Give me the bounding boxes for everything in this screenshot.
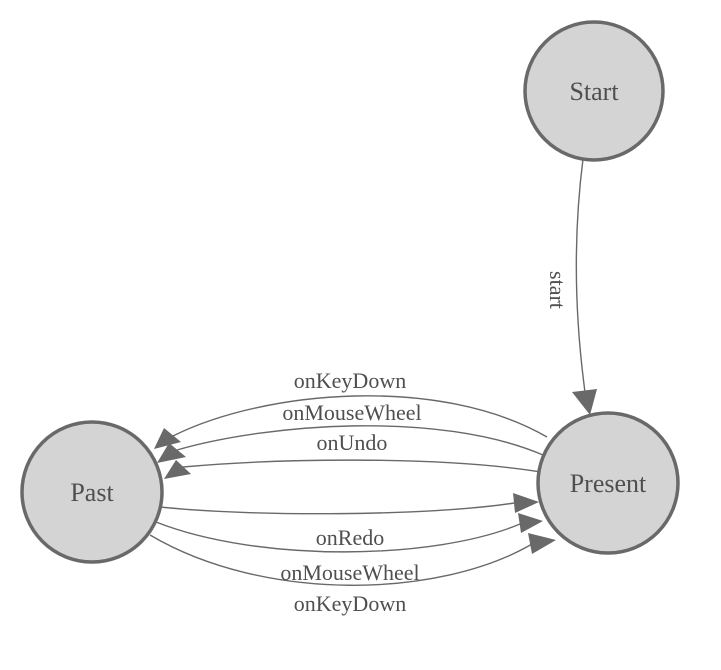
arrowhead-present-to-past-onmousewheel: [157, 443, 186, 463]
node-past: [20, 420, 164, 564]
edge-label-onundo: onUndo: [317, 430, 388, 455]
arrowhead-present-to-past-onkeydown: [154, 428, 181, 449]
edge-label-onmousewheel-top: onMouseWheel: [282, 400, 421, 425]
edge-past-to-present-onredo: [159, 502, 515, 515]
edge-label-onkeydown-bottom: onKeyDown: [294, 591, 406, 616]
arrowhead-past-to-present-onkeydown: [528, 533, 556, 554]
edge-present-to-past-onkeydown: [172, 395, 548, 438]
node-start: [523, 20, 665, 162]
arrowhead-past-to-present-onredo: [513, 493, 539, 513]
edge-past-to-present-onkeydown: [149, 534, 533, 586]
node-present: [536, 411, 680, 555]
arrowhead-start-to-present: [572, 389, 597, 415]
edge-present-to-past-onmousewheel: [176, 425, 544, 456]
arrowhead-past-to-present-onmousewheel: [518, 513, 543, 533]
edge-label-start: start: [545, 271, 570, 309]
edge-label-onmousewheel-bottom: onMouseWheel: [280, 560, 419, 585]
edge-past-to-present-onmousewheel: [155, 521, 521, 553]
arrowhead-present-to-past-onundo: [164, 460, 191, 479]
edge-label-onkeydown-top: onKeyDown: [294, 368, 406, 393]
edge-start-to-present: [575, 158, 586, 393]
edge-present-to-past-onundo: [182, 459, 542, 473]
node-present-label: Present: [570, 469, 647, 498]
edge-label-onredo: onRedo: [316, 525, 384, 550]
node-start-label: Start: [569, 77, 619, 106]
node-past-label: Past: [70, 478, 114, 507]
